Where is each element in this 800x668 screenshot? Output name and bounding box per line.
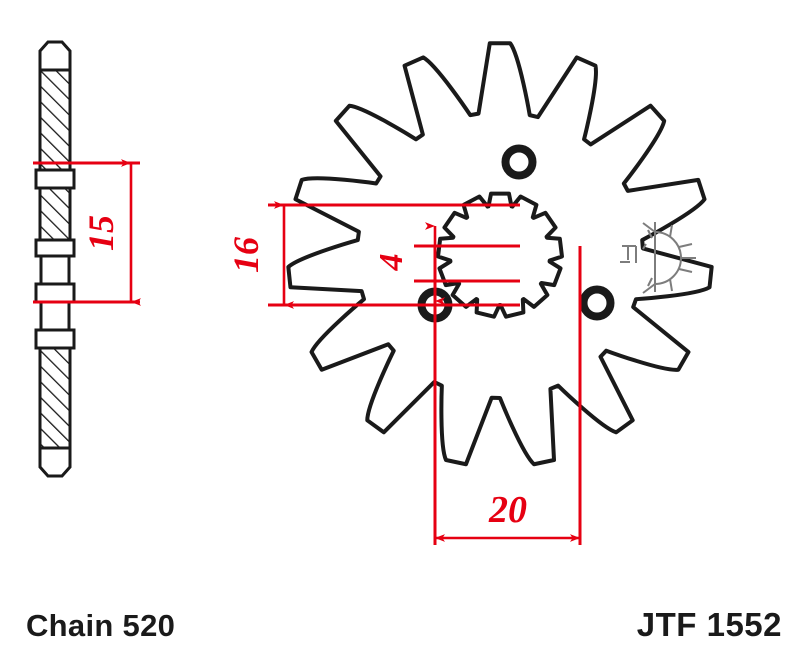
section-upper-body <box>38 40 72 172</box>
sf-arc <box>654 231 682 285</box>
bolt-hole-top <box>501 144 537 180</box>
section-hub-step-2 <box>34 282 76 304</box>
section-lower-body <box>38 346 72 478</box>
dimension-value-16: 16 <box>226 237 266 273</box>
section-hub-step-1 <box>34 238 76 258</box>
section-hub-bore-2 <box>39 300 71 332</box>
section-top-chamfer <box>38 40 72 72</box>
spline-bore-outline <box>436 191 564 319</box>
sf-left-marks <box>620 243 647 263</box>
bolt-hole-right <box>579 285 615 321</box>
section-hatch-upper <box>40 70 70 170</box>
dimension-value-15: 15 <box>81 215 121 251</box>
section-hatch-mid-upper <box>40 188 70 240</box>
sf-rays <box>642 222 696 294</box>
section-bottom-chamfer <box>38 446 72 478</box>
dimension-value-4: 4 <box>373 254 410 272</box>
section-hub-bore-1 <box>39 254 71 286</box>
dimension-15 <box>33 159 141 306</box>
surface-finish-symbol <box>620 222 696 294</box>
part-number-label: JTF 1552 <box>636 606 782 643</box>
chain-size-label: Chain 520 <box>26 608 176 643</box>
dimension-16 <box>268 201 520 309</box>
spline-hub <box>436 191 564 319</box>
front-face-view: 15 16 4 20 <box>81 41 714 545</box>
section-hatch-lower <box>40 348 70 448</box>
dimension-value-20: 20 <box>488 489 527 531</box>
section-hub-region <box>34 238 76 350</box>
section-hub-step-3 <box>34 328 76 350</box>
section-upper-step <box>34 168 76 242</box>
section-flange-upper <box>34 168 76 190</box>
side-section-view <box>33 40 141 478</box>
dimension-20 <box>433 246 582 545</box>
